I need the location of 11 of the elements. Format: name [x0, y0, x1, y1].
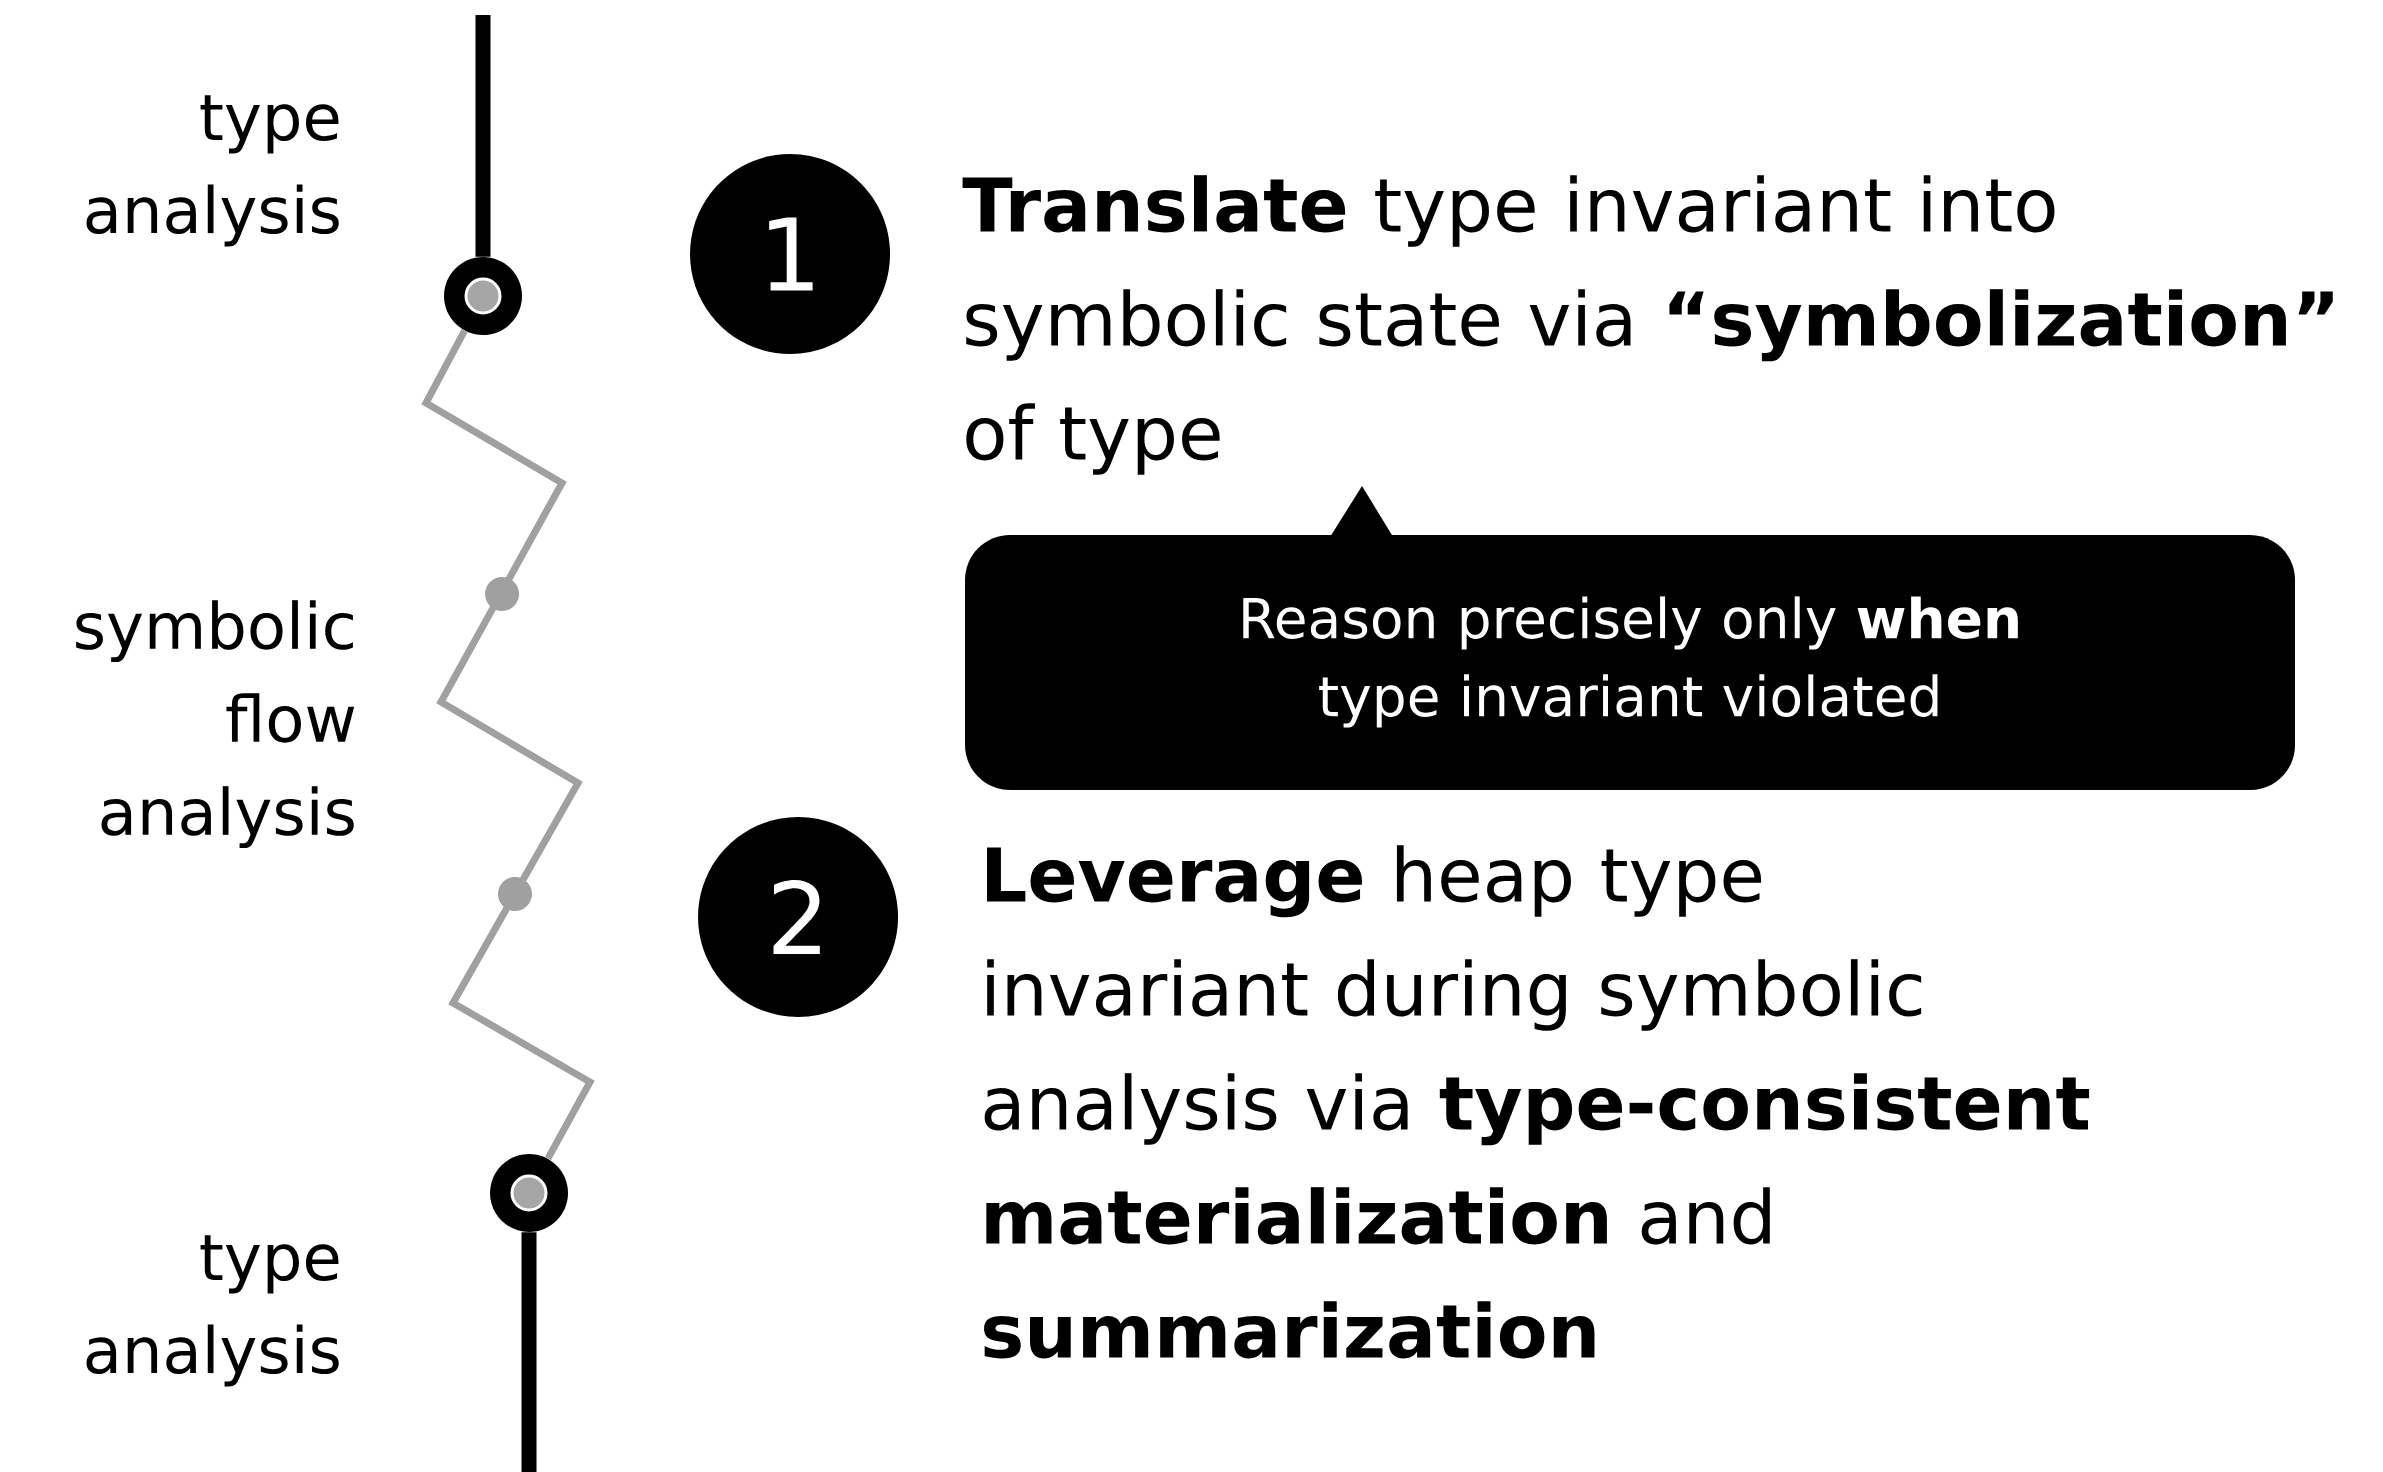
timeline-line [521, 1232, 537, 1472]
phase-label: type analysis [86, 1235, 339, 1387]
ring-marker [444, 257, 522, 335]
step-text: Leverage heap type invariant during symbolic analysis via type-consistent materialization and summarization [984, 845, 2090, 1359]
ring-marker [490, 1154, 568, 1232]
step-text: Translate type invariant into symbolic state via “symbolization” of type [962, 175, 2333, 475]
zigzag-line [421, 328, 595, 1161]
phase-label: symbolic flow analysis [76, 600, 355, 849]
phase-label: type analysis [86, 95, 339, 247]
callout-box: Reason precisely only when type invariant violated [965, 486, 2295, 790]
timeline-line [475, 15, 491, 257]
